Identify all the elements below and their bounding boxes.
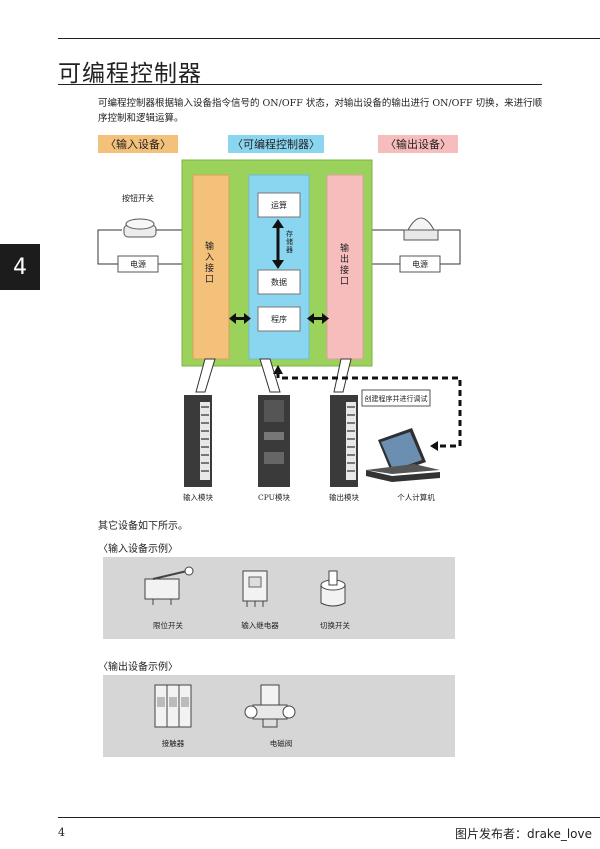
page-number: 4: [58, 826, 65, 839]
storage-label: 存储器: [286, 230, 293, 254]
power-box-left: [117, 255, 159, 273]
footer-rule: [58, 817, 600, 818]
input-examples-graphics: [144, 566, 346, 607]
pc-connection-dashed: [276, 372, 462, 448]
output-interface-label: 输出接口: [340, 244, 350, 287]
output-example-caption-1: 接触器: [161, 739, 185, 748]
input-relay-icon: [242, 570, 268, 607]
power-label-left: 电源: [130, 260, 146, 269]
intro-paragraph: 可编程控制器根据输入设备指令信号的 ON/OFF 状态，对输出设备的输出进行 O…: [98, 98, 543, 124]
compute-label: 运算: [271, 201, 287, 210]
output-examples-title: 〈输出设备示例〉: [98, 662, 178, 673]
compute-box: [257, 192, 301, 218]
solenoid-valve-icon: [244, 684, 296, 728]
top-rule: [58, 38, 600, 39]
program-label: 程序: [271, 315, 287, 324]
right-wiring: [372, 229, 461, 265]
input-interface-box: [192, 174, 230, 360]
output-bus-arrow-icon: [307, 313, 329, 324]
publisher-watermark: 图片发布者：drake_love: [455, 827, 592, 841]
contactor-icon: [154, 684, 192, 728]
input-module-icon: [184, 395, 212, 487]
input-examples-title: 〈输入设备示例〉: [98, 544, 178, 555]
power-box-right: [399, 255, 441, 273]
laptop-icon: [366, 428, 440, 482]
header-input-devices: 〈输入设备〉: [98, 135, 178, 153]
title-underline: [58, 84, 542, 85]
output-module-caption: 输出模块: [329, 493, 359, 502]
pc-connection-arrowhead: [273, 365, 283, 374]
cpu-module-icon: [258, 395, 290, 487]
page-title: 可编程控制器: [58, 61, 202, 87]
storage-arrow-icon: [272, 219, 284, 269]
limit-switch-icon: [144, 566, 194, 605]
pc-caption: 个人计算机: [397, 493, 435, 502]
input-bus-arrow-icon: [229, 313, 251, 324]
module-callouts: [195, 358, 352, 393]
program-box: [257, 306, 301, 332]
output-interface-box: [326, 174, 364, 360]
input-example-caption-2: 输入继电器: [241, 621, 279, 630]
header-plc: 〈可编程控制器〉: [228, 135, 324, 153]
input-example-caption-3: 切换开关: [320, 621, 350, 630]
input-example-caption-1: 限位开关: [153, 621, 183, 630]
power-label-right: 电源: [412, 260, 428, 269]
indicator-lamp-icon: [403, 217, 439, 241]
data-box: [257, 269, 301, 295]
pc-note-label: 创建程序并进行调试: [364, 395, 428, 403]
other-devices-intro: 其它设备如下所示。: [98, 521, 188, 532]
chapter-tab: 4: [0, 244, 40, 290]
selector-switch-icon: [320, 570, 346, 607]
output-example-caption-2: 电磁阀: [269, 739, 293, 748]
plc-diagram: [97, 159, 462, 487]
data-label: 数据: [271, 278, 287, 287]
pc-note-box: [361, 389, 431, 407]
left-wiring: [97, 229, 182, 265]
push-button-icon: [123, 218, 157, 238]
output-examples-graphics: [154, 684, 296, 728]
input-interface-label: 输入接口: [205, 242, 215, 285]
header-output-devices: 〈输出设备〉: [378, 135, 458, 153]
input-module-caption: 输入模块: [183, 493, 213, 502]
output-module-icon: [330, 395, 358, 487]
cpu-module-caption: CPU模块: [258, 493, 290, 502]
button-switch-label: 按钮开关: [122, 194, 154, 203]
